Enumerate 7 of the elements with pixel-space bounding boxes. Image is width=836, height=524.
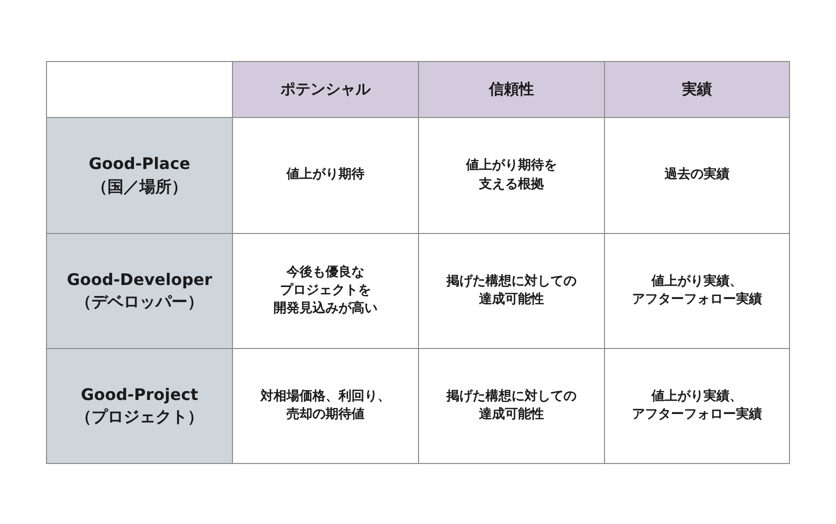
- header-cell: 実績: [604, 61, 790, 118]
- row-header-cell: Good-Project （プロジェクト）: [46, 348, 233, 464]
- row-header-cell: Good-Developer （デベロッパー）: [46, 233, 233, 349]
- header-cell: ポテンシャル: [232, 61, 419, 118]
- row-header-cell: Good-Place （国／場所）: [46, 117, 233, 234]
- table-cell: 値上がり実績、アフターフォロー実績: [604, 348, 790, 464]
- header-cell: 信頼性: [418, 61, 605, 118]
